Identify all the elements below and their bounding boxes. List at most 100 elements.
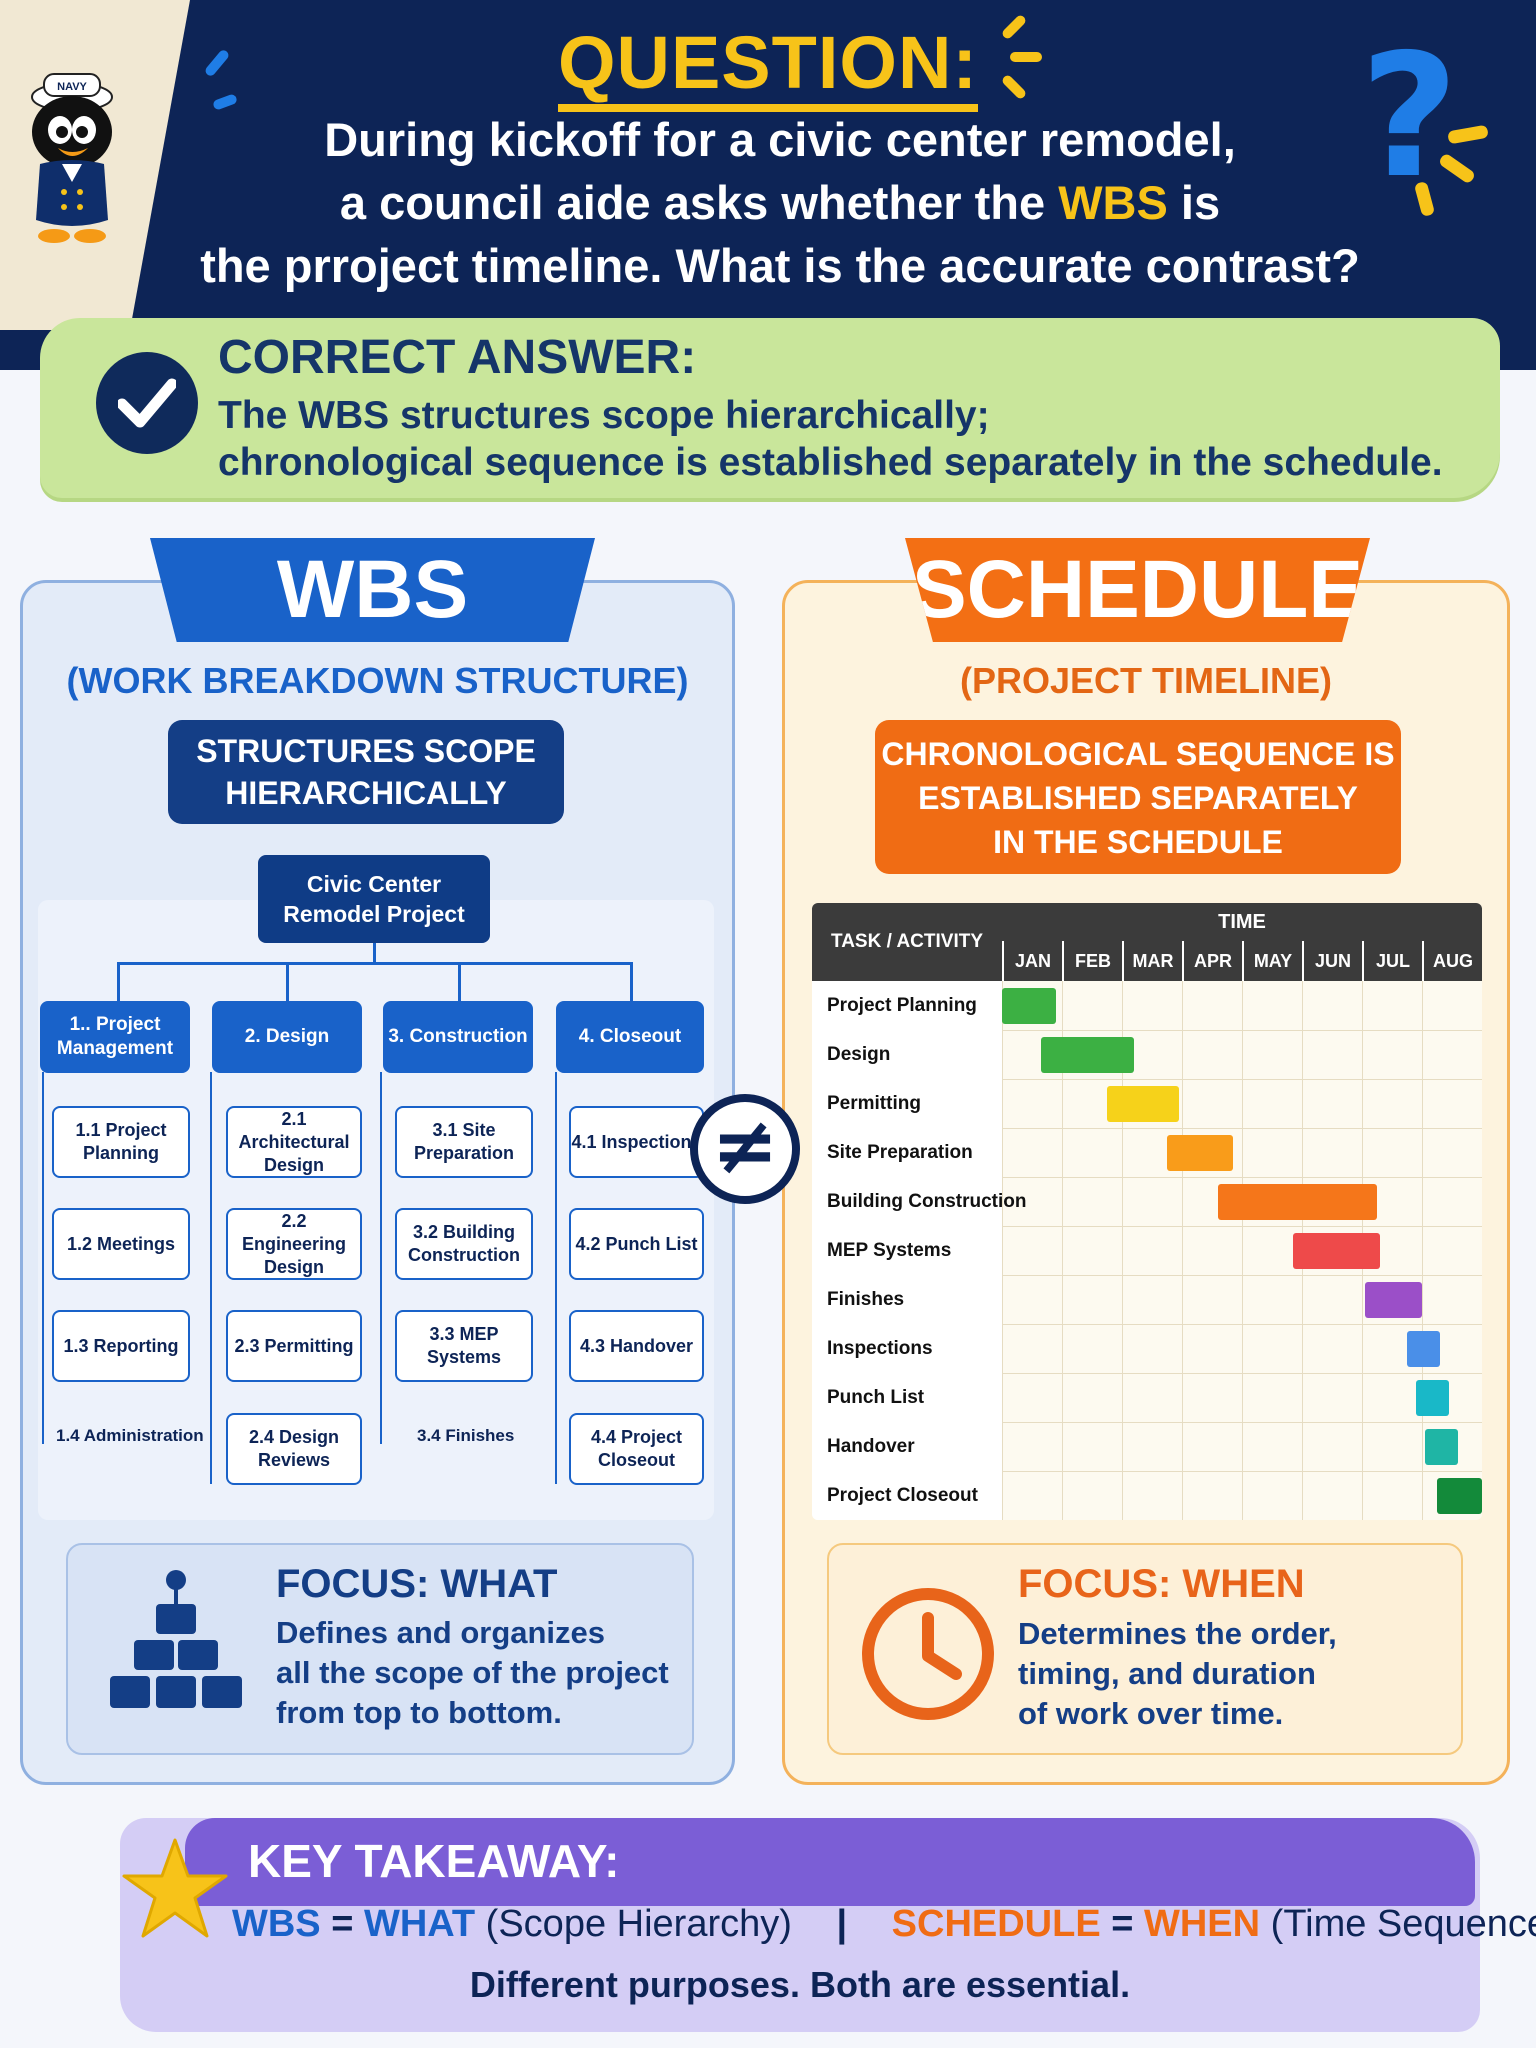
wbs-branch-project-management: 1.. Project Management bbox=[40, 1001, 190, 1073]
gantt-grid-line bbox=[1422, 981, 1423, 1520]
checkmark-icon bbox=[96, 352, 198, 454]
wbs-item: 3.2 Building Construction bbox=[395, 1208, 533, 1280]
schedule-title: SCHEDULE bbox=[905, 538, 1370, 642]
wbs-item: 3.3 MEP Systems bbox=[395, 1310, 533, 1382]
gantt-bar bbox=[1107, 1085, 1179, 1122]
connector-line bbox=[630, 962, 633, 1002]
schedule-focus-text: Determines the order, timing, and durati… bbox=[1018, 1616, 1337, 1731]
wbs-item: 2.1 Architectural Design bbox=[226, 1106, 362, 1178]
wbs-item: 2.2 Engineering Design bbox=[226, 1208, 362, 1280]
connector-line bbox=[555, 1072, 557, 1484]
wbs-item: 1.3 Reporting bbox=[52, 1310, 190, 1382]
schedule-summary-pill: CHRONOLOGICAL SEQUENCE IS ESTABLISHED SE… bbox=[875, 720, 1401, 874]
wbs-item: 2.4 Design Reviews bbox=[226, 1413, 362, 1485]
answer-title: CORRECT ANSWER: bbox=[218, 331, 697, 384]
not-equal-icon: ≠ bbox=[690, 1094, 800, 1204]
wbs-item: 4.3 Handover bbox=[569, 1310, 704, 1382]
wbs-focus-title: FOCUS: WHAT bbox=[276, 1562, 558, 1606]
gantt-month-label: JUN bbox=[1302, 941, 1362, 981]
question-line-1: During kickoff for a civic center remode… bbox=[324, 113, 1236, 166]
question-text: During kickoff for a civic center remode… bbox=[160, 108, 1400, 297]
gantt-task-label: Design bbox=[827, 1043, 891, 1065]
wbs-item: 4.4 Project Closeout bbox=[569, 1413, 704, 1485]
gantt-task-label: Project Planning bbox=[827, 994, 977, 1016]
gantt-grid-line bbox=[812, 1079, 1482, 1080]
key-takeaway-header-band bbox=[185, 1818, 1475, 1906]
takeaway-title: KEY TAKEAWAY: bbox=[248, 1835, 620, 1887]
gantt-bar bbox=[1293, 1232, 1380, 1269]
gantt-month-label: AUG bbox=[1422, 941, 1482, 981]
gantt-month-label: APR bbox=[1182, 941, 1242, 981]
gantt-month-label: MAR bbox=[1122, 941, 1182, 981]
gantt-bar bbox=[1407, 1330, 1440, 1367]
wbs-summary-pill: STRUCTURES SCOPE HIERARCHICALLY bbox=[168, 720, 564, 824]
wbs-item: 1.4 Administration bbox=[56, 1426, 204, 1445]
gantt-grid-line bbox=[812, 1324, 1482, 1325]
gantt-grid-line bbox=[812, 1275, 1482, 1276]
question-mark-icon: ? bbox=[1360, 18, 1459, 216]
star-icon bbox=[122, 1838, 228, 1938]
gantt-grid-line bbox=[1122, 981, 1123, 1520]
gantt-grid-line bbox=[812, 1177, 1482, 1178]
wbs-item: 3.1 Site Preparation bbox=[395, 1106, 533, 1178]
schedule-focus-title: FOCUS: WHEN bbox=[1018, 1562, 1305, 1606]
gantt-grid-line bbox=[812, 1030, 1482, 1031]
gantt-bar bbox=[1218, 1183, 1377, 1220]
wbs-item: 4.2 Punch List bbox=[569, 1208, 704, 1280]
gantt-grid-line bbox=[812, 1373, 1482, 1374]
gantt-grid-line bbox=[812, 1471, 1482, 1472]
gantt-grid-line bbox=[1242, 981, 1243, 1520]
gantt-bar bbox=[1041, 1036, 1134, 1073]
gantt-task-label: Handover bbox=[827, 1435, 915, 1457]
connector-line bbox=[286, 962, 289, 1002]
gantt-grid-line bbox=[1182, 981, 1183, 1520]
gantt-task-label: Building Construction bbox=[827, 1190, 1027, 1212]
wbs-root-node: Civic Center Remodel Project bbox=[258, 855, 490, 943]
gantt-task-label: Permitting bbox=[827, 1092, 921, 1114]
wbs-focus-text: Defines and organizes all the scope of t… bbox=[276, 1615, 669, 1730]
wbs-branch-closeout: 4. Closeout bbox=[556, 1001, 704, 1073]
question-header bbox=[0, 0, 1536, 370]
question-line-3: the prroject timeline. What is the accur… bbox=[200, 239, 1360, 292]
wbs-item: 3.4 Finishes bbox=[417, 1426, 515, 1445]
gantt-time-header: TIME bbox=[1002, 903, 1482, 941]
gantt-bar bbox=[1002, 987, 1056, 1024]
cap-text: NAVY bbox=[57, 81, 87, 93]
connector-line bbox=[380, 1072, 382, 1444]
connector-line bbox=[117, 962, 633, 965]
wbs-branch-design: 2. Design bbox=[212, 1001, 362, 1073]
connector-line bbox=[117, 962, 120, 1002]
gantt-task-label: Finishes bbox=[827, 1288, 905, 1310]
gantt-month-label: FEB bbox=[1062, 941, 1122, 981]
gantt-task-column bbox=[812, 981, 1002, 1520]
spark-icon bbox=[1010, 52, 1042, 62]
gantt-month-label: JUL bbox=[1362, 941, 1422, 981]
gantt-grid-line bbox=[1002, 981, 1003, 1520]
gantt-month-label: MAY bbox=[1242, 941, 1302, 981]
gantt-month-label: JAN bbox=[1002, 941, 1062, 981]
wbs-item: 1.1 Project Planning bbox=[52, 1106, 190, 1178]
takeaway-comparison: WBS = WHAT (Scope Hierarchy) | SCHEDULE … bbox=[232, 1903, 1536, 1945]
question-title: QUESTION: bbox=[0, 20, 1536, 112]
question-line-2: a council aide asks whether the WBS is bbox=[339, 176, 1221, 229]
hierarchy-blocks-icon bbox=[110, 1570, 242, 1708]
connector-line bbox=[458, 962, 461, 1002]
gantt-grid-line bbox=[812, 1128, 1482, 1129]
correct-answer-band bbox=[40, 318, 1500, 498]
gantt-grid-line bbox=[1062, 981, 1063, 1520]
gantt-bar bbox=[1167, 1134, 1233, 1171]
gantt-task-label: Inspections bbox=[827, 1337, 933, 1359]
wbs-subtitle: (WORK BREAKDOWN STRUCTURE) bbox=[66, 660, 689, 701]
takeaway-conclusion: Different purposes. Both are essential. bbox=[469, 1964, 1131, 2005]
wbs-item: 2.3 Permitting bbox=[226, 1310, 362, 1382]
gantt-grid-line bbox=[812, 1422, 1482, 1423]
gantt-task-label: Site Preparation bbox=[827, 1141, 973, 1163]
schedule-subtitle: (PROJECT TIMELINE) bbox=[959, 660, 1332, 701]
gantt-bar bbox=[1416, 1379, 1449, 1416]
wbs-branch-construction: 3. Construction bbox=[383, 1001, 533, 1073]
answer-text: The WBS structures scope hierarchically;… bbox=[218, 394, 1443, 484]
wbs-item: 4.1 Inspections bbox=[569, 1106, 704, 1178]
gantt-bar bbox=[1425, 1428, 1458, 1465]
gantt-grid-line bbox=[812, 1226, 1482, 1227]
